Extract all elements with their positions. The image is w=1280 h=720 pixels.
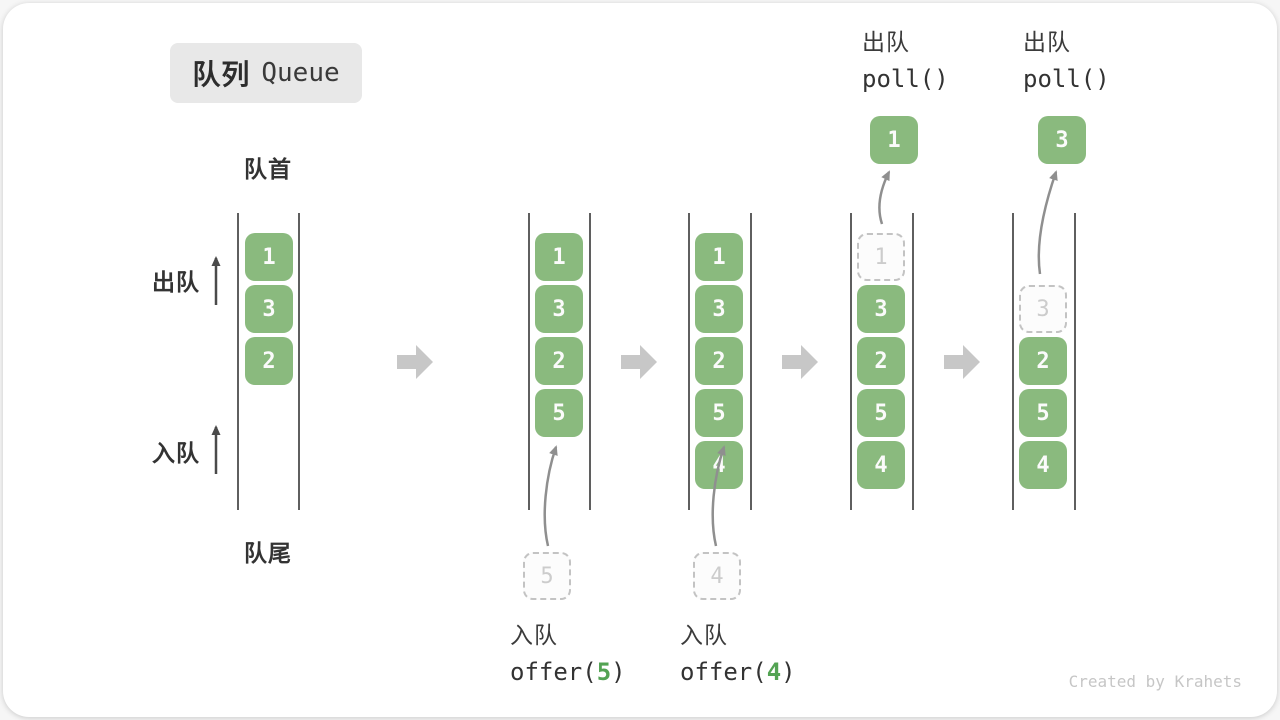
poll-label-zh: 出队 (1023, 29, 1071, 55)
queue-rail (850, 213, 852, 510)
offer-code-arg: 5 (596, 658, 612, 686)
queue-cell: 2 (535, 337, 583, 385)
queue-cell: 1 (245, 233, 293, 281)
queue-rail (237, 213, 239, 510)
queue-rear-label: 队尾 (244, 540, 292, 566)
queue-front-label: 队首 (244, 156, 292, 182)
queue-cell: 2 (245, 337, 293, 385)
offer-operation-label: 入队 offer(4) (680, 617, 796, 691)
title-zh: 队列 (192, 59, 251, 90)
enqueue-side-label: 入队 (152, 440, 200, 466)
queue-rail (589, 213, 591, 510)
queue-rail (528, 213, 530, 510)
queue-cell-removed: 1 (857, 233, 905, 281)
incoming-item-box: 5 (523, 552, 571, 600)
queue-cell: 5 (535, 389, 583, 437)
queue-cell: 2 (1019, 337, 1067, 385)
queue-cell: 3 (245, 285, 293, 333)
poll-label-code: poll() (862, 65, 949, 93)
queue-cell: 3 (695, 285, 743, 333)
offer-label-zh: 入队 (510, 622, 558, 648)
offer-label-zh: 入队 (680, 622, 728, 648)
queue-cell: 3 (535, 285, 583, 333)
queue-rail (1012, 213, 1014, 510)
queue-cell: 4 (857, 441, 905, 489)
queue-rail (688, 213, 690, 510)
popped-item-box: 3 (1038, 116, 1086, 164)
queue-cell: 5 (695, 389, 743, 437)
queue-cell: 5 (857, 389, 905, 437)
poll-label-zh: 出队 (862, 29, 910, 55)
offer-operation-label: 入队 offer(5) (510, 617, 626, 691)
poll-operation-label: 出队 poll() (1023, 24, 1110, 98)
offer-code-prefix: offer( (510, 658, 597, 686)
incoming-item-box: 4 (693, 552, 741, 600)
offer-code-prefix: offer( (680, 658, 767, 686)
title-en: Queue (261, 58, 340, 88)
queue-cell: 1 (535, 233, 583, 281)
poll-label-code: poll() (1023, 65, 1110, 93)
queue-cell: 2 (695, 337, 743, 385)
queue-cell: 1 (695, 233, 743, 281)
offer-code-suffix: ) (781, 658, 796, 686)
watermark: Created by Krahets (1068, 672, 1242, 691)
queue-cell: 3 (857, 285, 905, 333)
queue-rail (750, 213, 752, 510)
queue-cell-removed: 3 (1019, 285, 1067, 333)
offer-label-code: offer(5) (510, 654, 626, 691)
title-box: 队列 Queue (170, 43, 362, 103)
queue-cell: 4 (1019, 441, 1067, 489)
queue-cell: 5 (1019, 389, 1067, 437)
queue-cell: 2 (857, 337, 905, 385)
offer-code-suffix: ) (611, 658, 626, 686)
queue-rail (912, 213, 914, 510)
queue-cell: 4 (695, 441, 743, 489)
queue-rail (1074, 213, 1076, 510)
dequeue-side-label: 出队 (152, 269, 200, 295)
offer-label-code: offer(4) (680, 654, 796, 691)
poll-operation-label: 出队 poll() (862, 24, 949, 98)
popped-item-box: 1 (870, 116, 918, 164)
queue-rail (298, 213, 300, 510)
offer-code-arg: 4 (766, 658, 782, 686)
diagram-card (3, 3, 1277, 717)
